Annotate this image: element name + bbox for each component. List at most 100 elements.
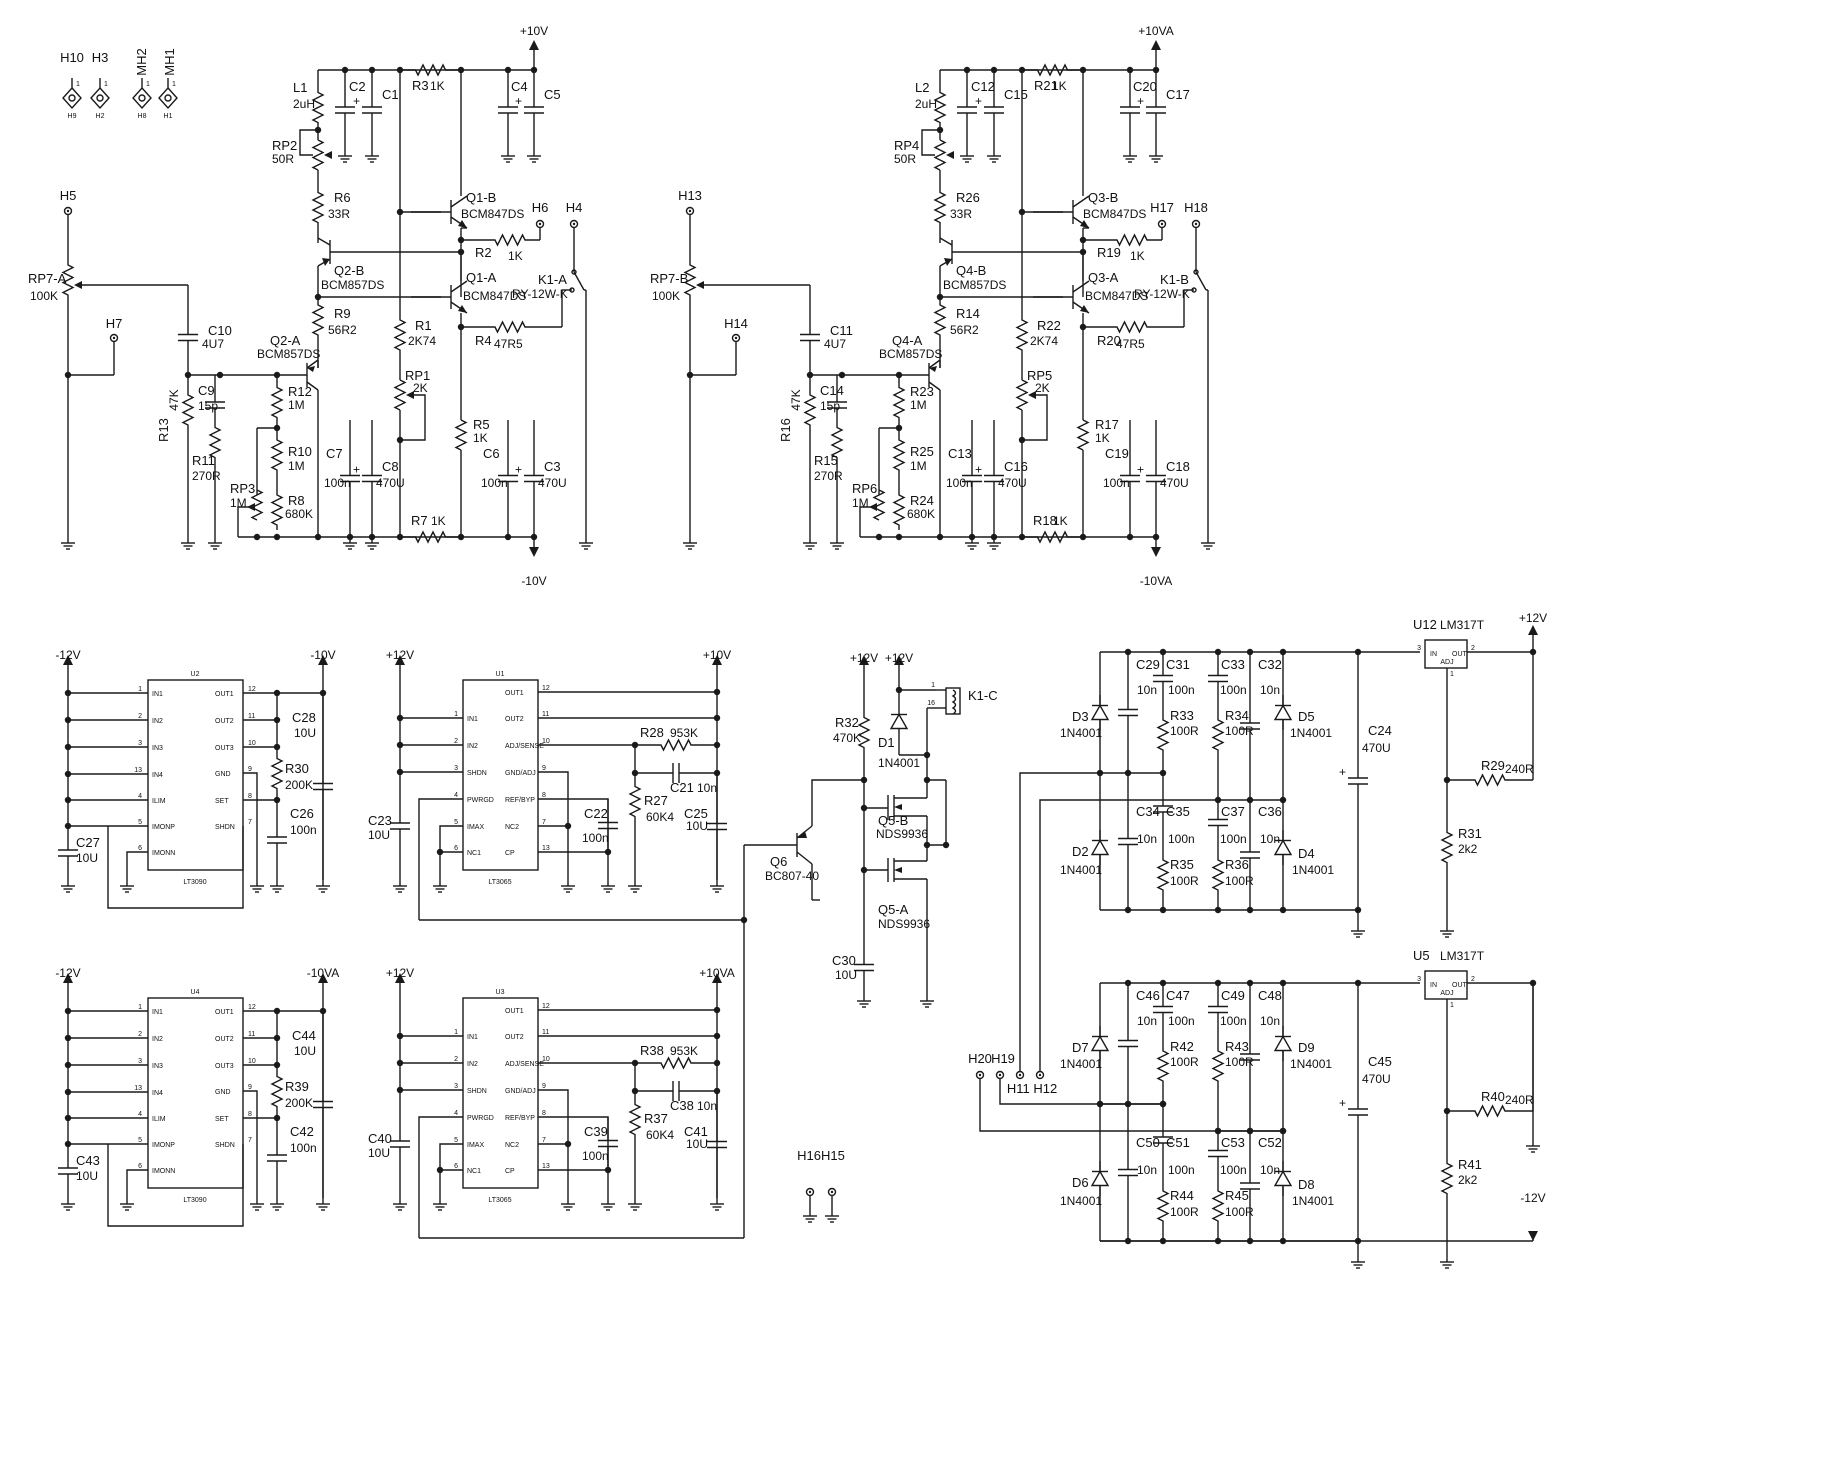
power-arrow-up [712,973,722,983]
component-value: 240R [1505,1093,1534,1107]
transistor-symbol [306,359,319,391]
ground-symbol [527,150,541,163]
component-ref: C2 [349,79,366,94]
component-ref: D3 [1072,709,1089,724]
ground-symbol [628,880,642,893]
power-label: -10V [310,648,335,662]
junction-dot [936,293,944,301]
svg-text:+: + [515,94,522,108]
ground-symbol [1440,925,1454,938]
electrolytic-capacitor-symbol: + [353,70,382,150]
ground-symbol [561,1198,575,1211]
ic-pin-name: PWRGD [467,1115,494,1122]
capacitor-symbol [1153,652,1173,705]
ground-symbol [710,880,724,893]
pin-number: 12 [542,685,550,692]
pin-number: 8 [542,1110,546,1117]
component-ref: R2 [475,245,492,260]
resistor-symbol [393,379,407,411]
ground-symbol [710,1198,724,1211]
ic-lm317 [1424,970,1468,1000]
ground-symbol [270,880,284,893]
ground-symbol [270,1198,284,1211]
component-ref: R24 [910,493,934,508]
junction-dot [895,533,903,541]
power-label: -10VA [307,966,339,980]
junction-dot [1096,1100,1104,1108]
component-value: 60K4 [646,810,674,824]
ic-pin-name: SHDN [215,824,235,831]
pin-number: 3 [1417,976,1421,983]
component-value: 470U [1362,1072,1391,1086]
pin-number: 8 [248,793,252,800]
component-ref: C10 [208,323,232,338]
component-value: 100n [290,1141,317,1155]
component-value: 1N4001 [1060,726,1102,740]
ground-symbol [365,150,379,163]
resistor-symbol [400,63,461,77]
capacitor-symbol [205,395,225,415]
component-ref: C30 [832,953,856,968]
capacitor-symbol [335,70,355,150]
component-ref: C34 [1136,804,1160,819]
component-ref: R35 [1170,857,1194,872]
component-ref: C28 [292,710,316,725]
svg-text:+: + [515,463,522,477]
component-ref: R18 [1033,513,1057,528]
test-point-label: H19 [991,1051,1015,1066]
power-label: -12V [55,966,80,980]
electrolytic-capacitor-symbol: + [1137,420,1166,537]
transistor-symbol [317,237,331,267]
component-ref: C9 [198,383,215,398]
pin-number: 1 [146,81,150,88]
component-ref: K1-C [968,688,998,703]
component-ref: D4 [1298,846,1315,861]
component-ref: C21 [670,780,694,795]
component-value: 100n [1168,683,1195,697]
junction-dot [713,714,721,722]
component-value: BCM847DS [1085,289,1148,303]
resistor-symbol [1447,773,1533,787]
component-value: 1M [288,459,305,473]
ground-symbol [1351,925,1365,938]
power-arrow-up [859,655,869,665]
junction-dot [713,1006,721,1014]
ground-symbol [830,537,844,550]
pin-number: 9 [248,766,252,773]
resistor-symbol [1022,63,1083,77]
ground-symbol [561,880,575,893]
power-label: +12V [386,648,414,662]
component-value: LM317T [1440,949,1485,963]
component-ref: C6 [483,446,500,461]
component-value: 100n [946,476,973,490]
pin-number: 2 [138,1031,142,1038]
resistor-symbol [1156,1181,1170,1231]
resistor-symbol [1102,233,1162,247]
mounting-hole-icon [90,78,110,110]
junction-dot [314,533,322,541]
pin-number: 1 [172,81,176,88]
diode-symbol [1090,830,1110,865]
resistor-symbol [181,390,195,430]
svg-text:+: + [1339,1096,1346,1110]
ic-pin-name: IN4 [152,1090,163,1097]
component-value: 100n [324,476,351,490]
pin-number: 5 [454,819,458,826]
junction-dot [253,533,261,541]
electrolytic-capacitor-symbol: + [1339,652,1368,910]
ic-pin-name: IMONN [152,850,175,857]
capacitor-symbol [800,325,820,350]
junction-dot [273,533,281,541]
component-value: 100R [1170,874,1199,888]
ic-pin-name: IMONN [152,1168,175,1175]
resistor-symbol [635,1056,717,1070]
electrolytic-capacitor-symbol: + [975,420,1004,537]
component-value: 470U [538,476,567,490]
ic-pin-name: OUT2 [215,718,234,725]
junction-dot [936,533,944,541]
ground-symbol [987,537,1001,550]
component-ref: R17 [1095,417,1119,432]
component-value: 1K [1053,514,1068,528]
component-value: 470K [833,731,861,745]
capacitor-symbol [1208,1131,1228,1176]
